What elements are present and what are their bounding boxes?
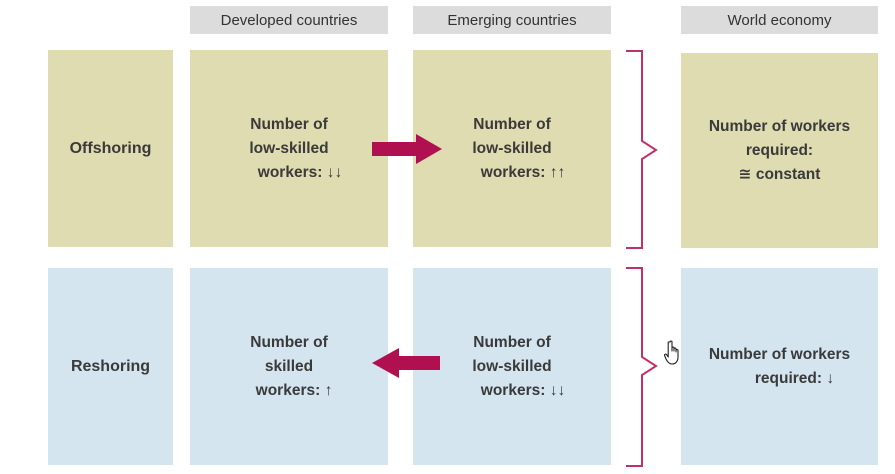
offshoring-emerging-text: Number of low-skilled workers: ↑↑	[459, 113, 565, 185]
reshoring-flow-arrow-icon	[372, 348, 440, 378]
row-label-offshoring: Offshoring	[48, 50, 173, 247]
reshoring-world-line1: Number of workers	[708, 345, 851, 363]
reshoring-emerging-line1: Number of	[473, 333, 551, 351]
offshoring-developed-line3: workers:	[257, 163, 323, 181]
offshoring-developed-cell: Number of low-skilled workers: ↓↓	[190, 50, 388, 247]
offshoring-emerging-line1: Number of	[473, 115, 551, 133]
reshoring-world-line2: required:	[754, 369, 823, 387]
reshoring-brace-icon	[626, 267, 658, 467]
offshoring-world-line2: required:	[745, 141, 814, 159]
offshoring-emerging-line3: workers:	[480, 163, 546, 181]
header-world-economy: World economy	[681, 6, 878, 34]
reshoring-emerging-line2: low-skilled	[472, 357, 552, 375]
down-down-arrows-icon: ↓↓	[326, 163, 343, 181]
reshoring-emerging-cell: Number of low-skilled workers: ↓↓	[413, 268, 611, 465]
down-down-arrows-icon: ↓↓	[549, 381, 566, 399]
header-emerging-countries: Emerging countries	[413, 6, 611, 34]
hand-pointer-cursor-icon	[663, 340, 679, 365]
header-developed-countries: Developed countries	[190, 6, 388, 34]
reshoring-developed-text: Number of skilled workers: ↑	[246, 331, 333, 403]
reshoring-emerging-line3: workers:	[480, 381, 546, 399]
offshoring-developed-line2: low-skilled	[249, 139, 329, 157]
offshoring-emerging-cell: Number of low-skilled workers: ↑↑	[413, 50, 611, 247]
reshoring-developed-line3: workers:	[255, 381, 321, 399]
row-label-reshoring: Reshoring	[48, 268, 173, 465]
reshoring-developed-line2: skilled	[264, 357, 314, 375]
reshoring-world-cell: Number of workers required: ↓	[681, 268, 878, 465]
reshoring-label: Reshoring	[70, 357, 151, 375]
reshoring-emerging-text: Number of low-skilled workers: ↓↓	[459, 331, 565, 403]
offshoring-flow-arrow-icon	[372, 134, 442, 164]
offshoring-developed-line1: Number of	[250, 115, 328, 133]
reshoring-world-text: Number of workers required: ↓	[709, 343, 850, 391]
up-arrow-icon: ↑	[324, 381, 333, 399]
offshoring-label: Offshoring	[69, 139, 152, 157]
offshoring-world-text: Number of workers required: ≅ constant	[709, 115, 850, 187]
offshoring-brace-icon	[626, 50, 658, 249]
up-up-arrows-icon: ↑↑	[549, 163, 566, 181]
down-arrow-icon: ↓	[826, 369, 835, 387]
offshoring-developed-text: Number of low-skilled workers: ↓↓	[236, 113, 342, 185]
offshoring-world-line1: Number of workers	[708, 117, 851, 135]
offshoring-emerging-line2: low-skilled	[472, 139, 552, 157]
reshoring-developed-line1: Number of	[250, 333, 328, 351]
offshoring-world-line3: ≅ constant	[738, 165, 821, 183]
reshoring-developed-cell: Number of skilled workers: ↑	[190, 268, 388, 465]
offshoring-world-cell: Number of workers required: ≅ constant	[681, 53, 878, 248]
